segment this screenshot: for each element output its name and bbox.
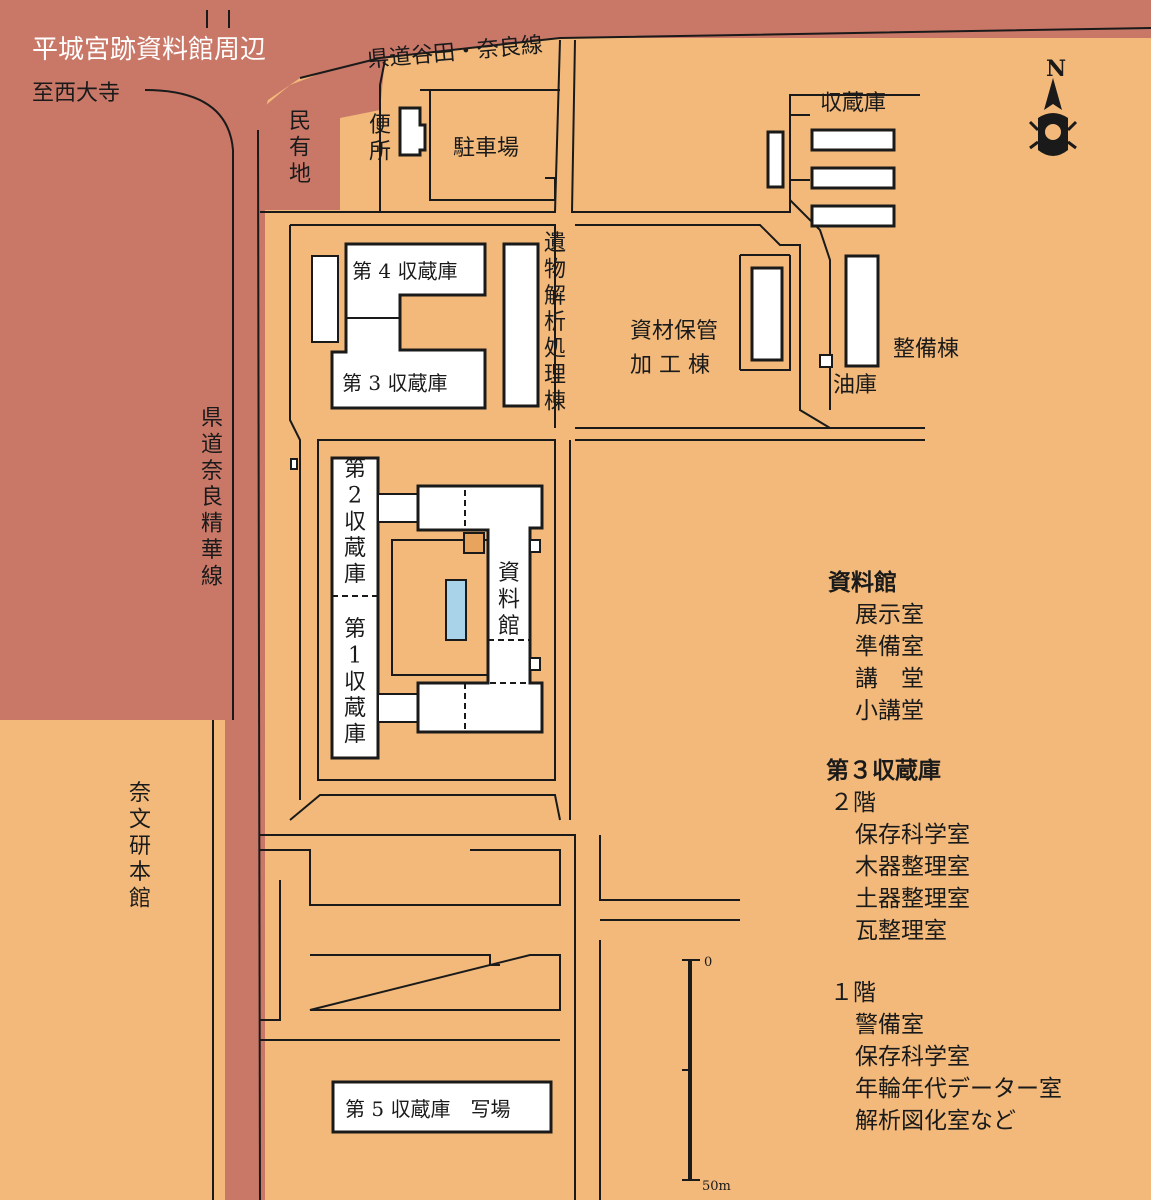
legend-room: 講 堂 [855,666,924,692]
legend-room: 土器整理室 [855,886,970,912]
legend-room: 木器整理室 [855,854,970,880]
legend-room: 瓦整理室 [855,918,947,944]
legend-storage3-head: 第３収蔵庫 [826,757,941,784]
maintenance-building [844,254,880,368]
toilet-label: 便所 [369,113,391,164]
legend-museum-head: 資料館 [828,569,897,596]
storage4-label: 第 4 収蔵庫 [352,259,457,283]
museum-complex [377,484,544,734]
legend-floor2: ２階 [830,790,876,816]
gatehouse [290,458,298,470]
nabunken-label: 奈文研本館 [129,781,151,912]
materials-label-2: 加 工 棟 [630,353,710,378]
legend-room: 保存科学室 [855,1044,970,1070]
private-land-area [260,58,385,210]
legend-room: 警備室 [855,1012,924,1038]
storage-label: 収蔵庫 [820,91,886,116]
road-west-label: 県道奈良精華線 [201,406,223,589]
analysis-label: 遺物解析処理棟 [544,231,566,414]
scale-bottom-label: 50m [702,1179,731,1194]
legend-room: 保存科学室 [855,822,970,848]
storage5-label: 第 5 収蔵庫 写場 [345,1097,510,1121]
map-title: 平城宮跡資料館周辺 [32,35,266,65]
road-edges [144,10,1151,1200]
analysis-building [502,242,540,408]
oil-label: 油庫 [833,373,877,398]
legend: 資料館 展示室 準備室 講 堂 小講堂 第３収蔵庫 ２階 保存科学室 木器整理室… [826,569,1062,1134]
storage-building-small [766,130,785,189]
courtyard-pond [445,579,467,641]
storage-building-3 [810,204,896,228]
legend-room: 年輪年代データー室 [855,1076,1062,1102]
legend-room: 解析図化室など [855,1108,1016,1134]
oil-storage [819,354,833,368]
scale-top-label: 0 [704,955,712,970]
legend-room: 展示室 [855,602,924,628]
compass-n-letter: N [1046,56,1066,82]
parking-label: 駐車場 [453,136,519,161]
storage-annex [311,255,339,343]
toilet-building [398,106,427,157]
maintenance-label: 整備棟 [893,337,959,362]
storage-building-1 [810,128,896,152]
legend-room: 準備室 [855,634,924,660]
legend-floor1: １階 [830,980,876,1006]
scale-bar [682,959,700,1181]
materials-label-1: 資材保管 [630,319,718,344]
north-arrow [1028,78,1078,156]
legend-room: 小講堂 [855,698,924,724]
to-saidaiji-label: 至西大寺 [32,81,120,106]
storage-4-3-building [330,242,487,410]
storage-building-2 [810,166,896,190]
site-roads [260,39,925,1200]
private-land-label: 民有地 [289,109,311,187]
road-west-block [0,0,275,720]
museum-label: 資料館 [498,561,520,639]
storage-5-building [331,1080,553,1134]
storage-2-1-building [330,456,380,760]
storage3-label: 第 3 収蔵庫 [342,371,447,395]
materials-building [750,266,784,362]
